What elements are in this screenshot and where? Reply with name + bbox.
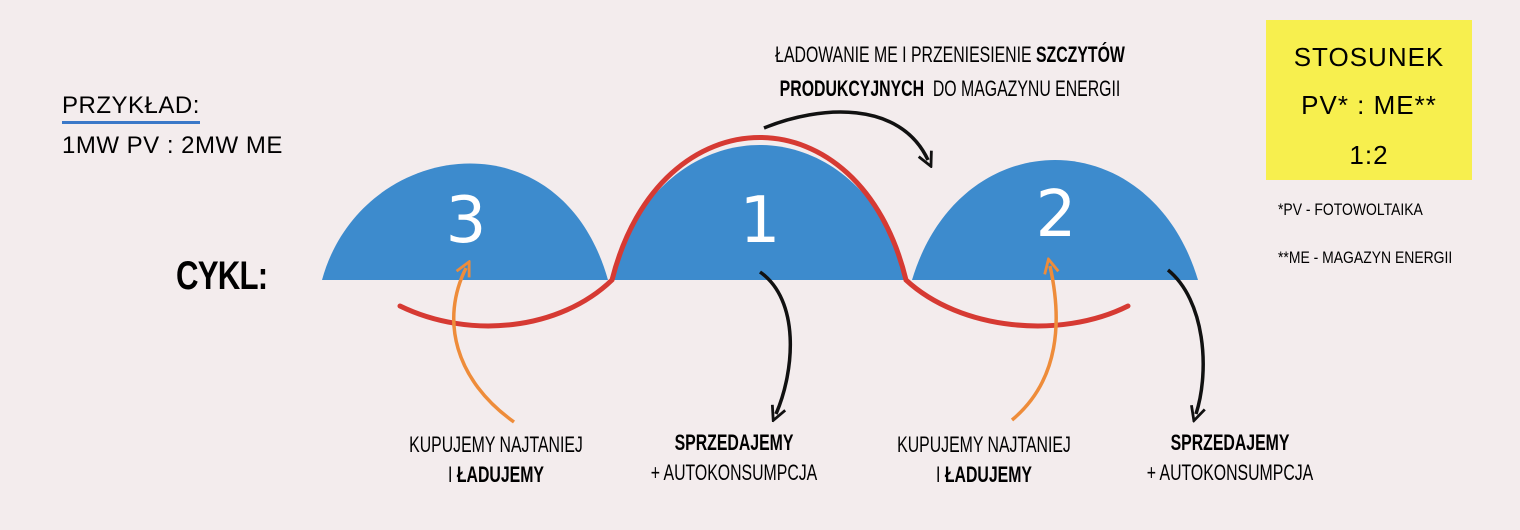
hump-number-right: 2 [1036, 178, 1077, 252]
step-sell-right-line2: + AUTOKONSUMPCJA [1146, 460, 1314, 485]
example-value: 1MW PV : 2MW ME [62, 132, 283, 159]
transfer-note-line1: ŁADOWANIE ME I PRZENIESIENIE SZCZYTÓW [770, 38, 1130, 72]
transfer-note-line2: PRODUKCYJNYCH DO MAGAZYNU ENERGII [770, 72, 1130, 106]
step-sell-left-line2: + AUTOKONSUMPCJA [650, 460, 818, 485]
step-buy-right-prefix: I [936, 462, 945, 487]
buy-arrow-left [452, 268, 516, 424]
step-buy-left-bold: ŁADUJEMY [456, 462, 544, 487]
hump-left [322, 163, 608, 280]
transfer-note-text: ŁADOWANIE ME I PRZENIESIENIE [775, 42, 1036, 67]
step-sell-right: SPRZEDAJEMY + AUTOKONSUMPCJA [1122, 428, 1338, 488]
step-buy-left: KUPUJEMY NAJTANIEJ I ŁADUJEMY [388, 430, 604, 490]
hump-number-middle: 1 [740, 184, 781, 258]
sell-arrow-right [1166, 268, 1203, 414]
ratio-formula: PV* : ME** [1301, 90, 1437, 120]
buy-arrow-right [1010, 266, 1056, 422]
step-buy-right-line1: KUPUJEMY NAJTANIEJ [897, 432, 1071, 457]
hump-number-left: 3 [446, 184, 487, 258]
ratio-title: STOSUNEK [1293, 42, 1445, 72]
step-sell-right-line1: SPRZEDAJEMY [1170, 430, 1290, 455]
step-sell-left: SPRZEDAJEMY + AUTOKONSUMPCJA [626, 428, 842, 488]
step-buy-left-line1: KUPUJEMY NAJTANIEJ [409, 432, 583, 457]
step-buy-left-prefix: I [448, 462, 457, 487]
hump-right [912, 160, 1198, 280]
ratio-box: STOSUNEK PV* : ME** 1:2 [1266, 20, 1472, 180]
footnote-me: **ME - MAGAZYN ENERGII [1278, 248, 1453, 267]
ratio-value: 1:2 [1349, 140, 1389, 170]
step-buy-right-bold: ŁADUJEMY [944, 462, 1032, 487]
transfer-note: ŁADOWANIE ME I PRZENIESIENIE SZCZYTÓW PR… [770, 38, 1130, 106]
transfer-note-bold: SZCZYTÓW [1035, 42, 1125, 67]
footnote-pv: *PV - FOTOWOLTAIKA [1278, 200, 1423, 219]
cycle-label: CYKL: [176, 254, 268, 298]
transfer-arrow [763, 110, 928, 160]
sell-arrow-left [758, 270, 793, 414]
example-label: PRZYKŁAD: [62, 92, 200, 124]
step-buy-right: KUPUJEMY NAJTANIEJ I ŁADUJEMY [876, 430, 1092, 490]
step-sell-left-line1: SPRZEDAJEMY [674, 430, 794, 455]
price-curve [397, 135, 1131, 329]
step-buy-left-line2: I ŁADUJEMY [388, 460, 604, 490]
transfer-note-text: DO MAGAZYNU ENERGII [924, 76, 1121, 101]
hump-middle [610, 145, 908, 280]
transfer-note-bold: PRODUKCYJNYCH [779, 76, 925, 101]
step-buy-right-line2: I ŁADUJEMY [876, 460, 1092, 490]
